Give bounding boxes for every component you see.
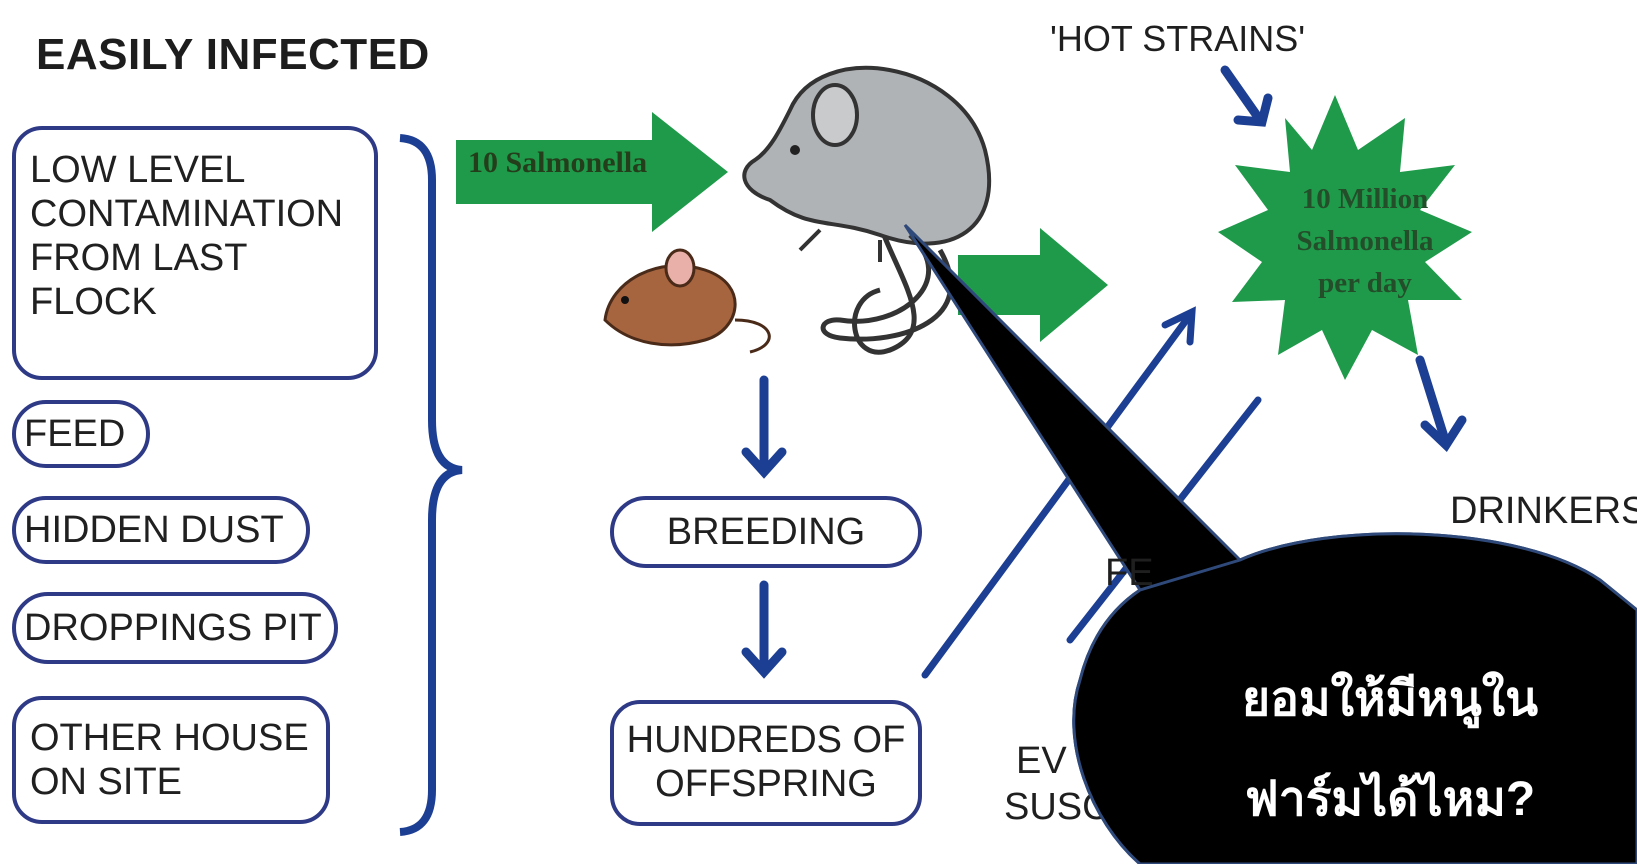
bubble-line: ยอมให้มีหนูใน [1180, 650, 1600, 750]
speech-bubble-text: ยอมให้มีหนูใน ฟาร์มได้ไหม? [1180, 650, 1600, 850]
bubble-line: ฟาร์มได้ไหม? [1180, 750, 1600, 850]
